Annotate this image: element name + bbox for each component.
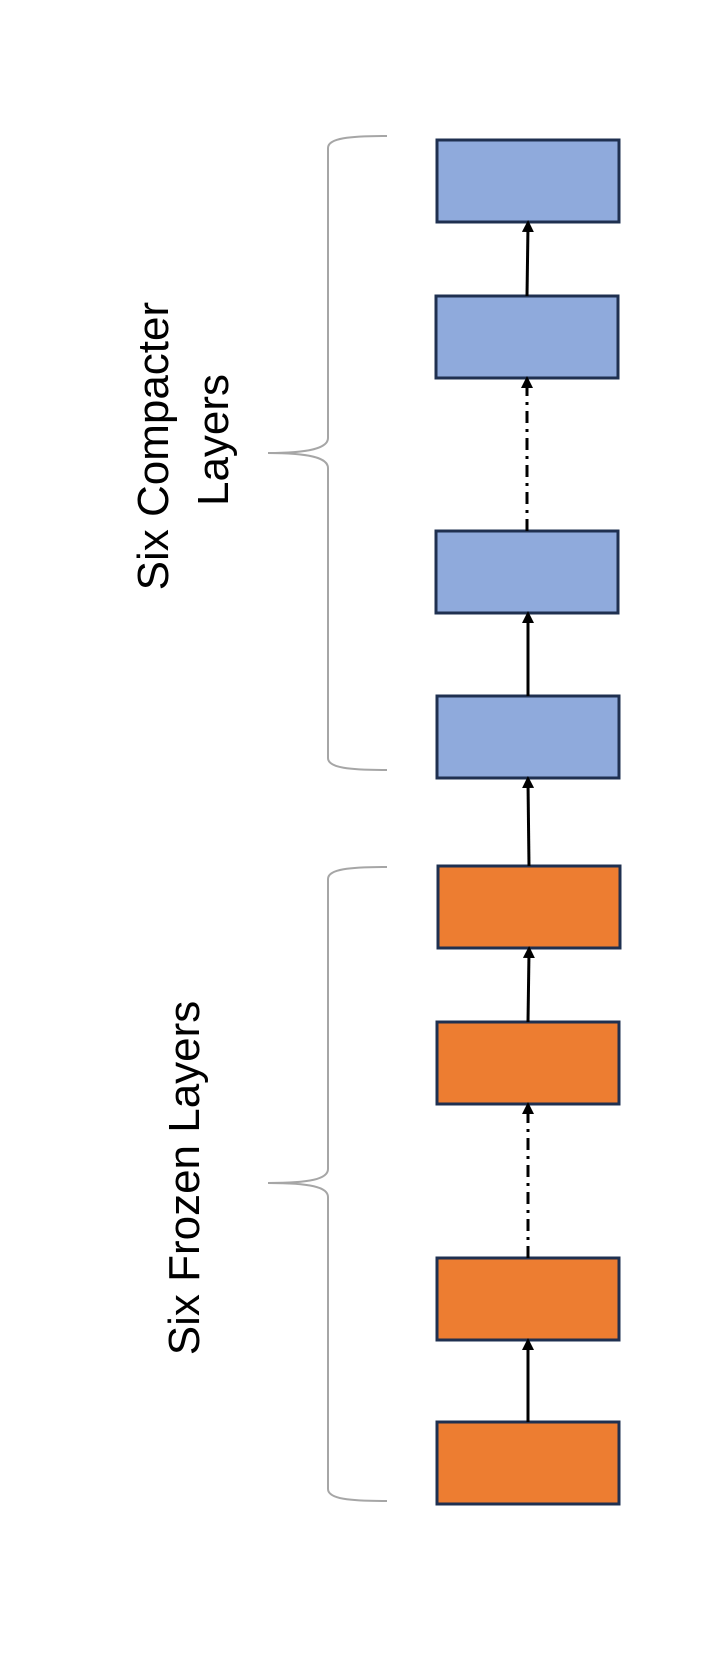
solid-arrow (521, 220, 534, 297)
frozen-layer-block-2 (435, 1256, 621, 1342)
compacter-layer-block-2 (434, 529, 620, 615)
compacter-label-line-1: Six Compacter (129, 302, 178, 591)
frozen-group-brace (267, 866, 388, 1502)
compacter-group-brace (267, 135, 388, 771)
compacter-layer-block-1 (435, 694, 621, 780)
compacter-group-label: Six Compacter Layers (129, 290, 238, 591)
compacter-layer-block-5 (434, 294, 620, 380)
compacter-label-line-2: Layers (189, 374, 238, 506)
frozen-layer-block-5 (435, 1020, 621, 1106)
solid-arrow (522, 946, 535, 1023)
frozen-group-label: Six Frozen Layers (160, 1001, 209, 1356)
frozen-layer-block-6 (436, 864, 622, 950)
solid-arrow (522, 776, 535, 867)
compacter-layer-block-6 (435, 138, 621, 224)
frozen-layer-block-1 (435, 1420, 621, 1506)
